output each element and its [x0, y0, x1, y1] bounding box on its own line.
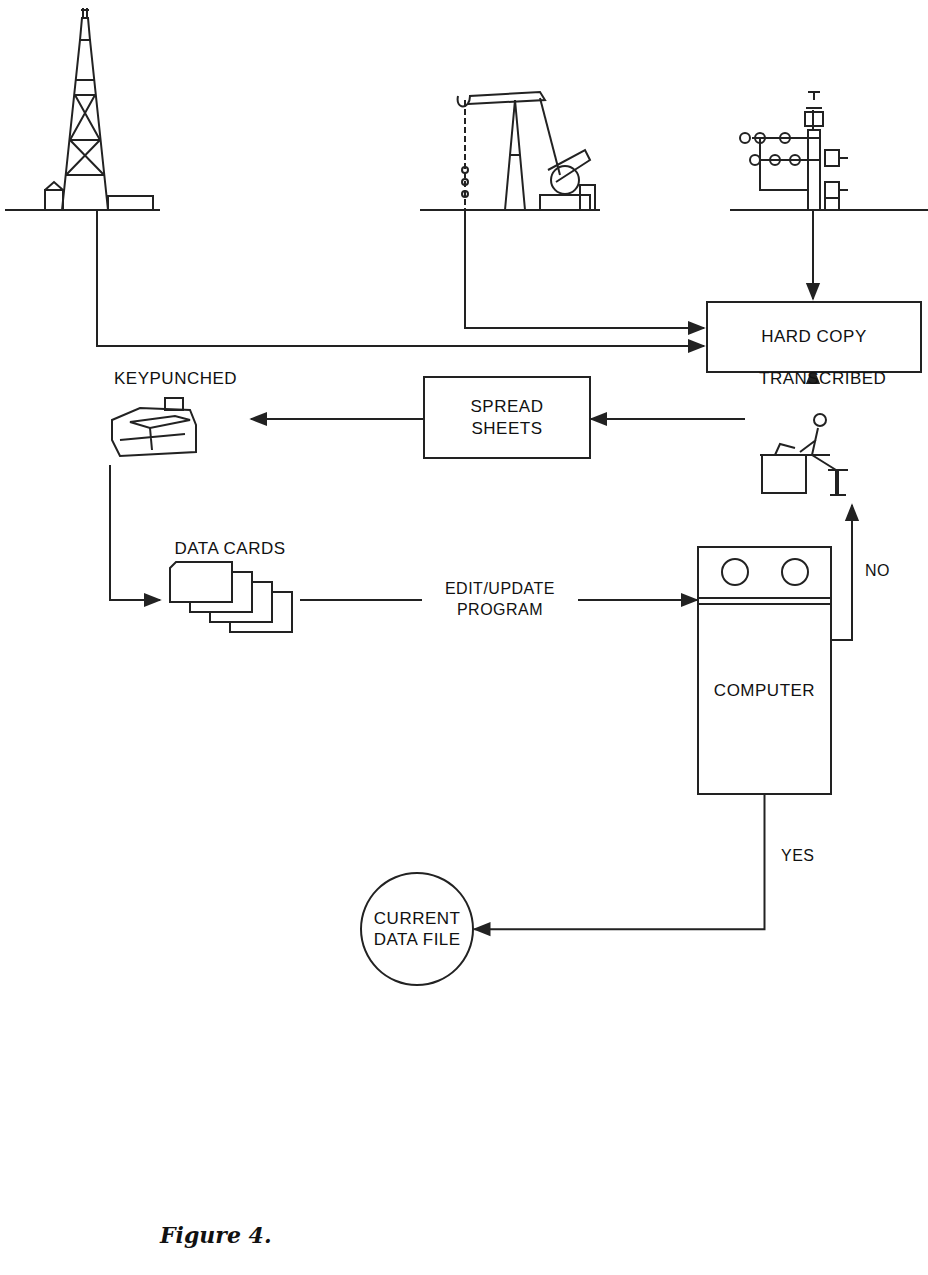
edge-label: YES — [778, 845, 818, 868]
drilling-rig — [5, 8, 160, 210]
card-deck: DATA CARDS — [160, 538, 300, 642]
clerk-station: TRANSCRIBED — [745, 368, 900, 505]
node-text: DATA CARDS — [174, 538, 285, 559]
flow-arrow — [251, 418, 423, 420]
node-text: KEYPUNCHED — [114, 368, 237, 389]
edge-label: NO — [862, 560, 893, 583]
tape-reels — [699, 559, 830, 604]
keypunch-machine — [112, 398, 196, 456]
punched-cards — [170, 562, 292, 632]
flow-arrow — [110, 465, 160, 600]
data-file-circle: CURRENT DATA FILE — [360, 872, 474, 986]
node-text: COMPUTER — [714, 680, 815, 701]
flow-arrow — [832, 505, 852, 640]
wellhead — [730, 92, 928, 210]
node-text: TRANSCRIBED — [759, 368, 886, 389]
node-text: SPREAD SHEETS — [435, 396, 579, 439]
flow-arrow — [474, 795, 764, 929]
flow-arrow — [591, 418, 745, 420]
edge-label: EDIT/UPDATE PROGRAM — [422, 578, 578, 622]
node-text: HARD COPY — [761, 326, 867, 347]
keypunch-station: KEYPUNCHED — [100, 368, 251, 465]
computer-box: COMPUTER — [697, 546, 832, 795]
pump-jack — [420, 92, 600, 210]
figure-caption: Figure 4. — [160, 1222, 272, 1248]
node-text: CURRENT DATA FILE — [370, 908, 464, 951]
document-box: HARD COPY — [706, 301, 922, 373]
process-box: SPREAD SHEETS — [423, 376, 591, 459]
clerk-at-desk — [760, 414, 848, 495]
